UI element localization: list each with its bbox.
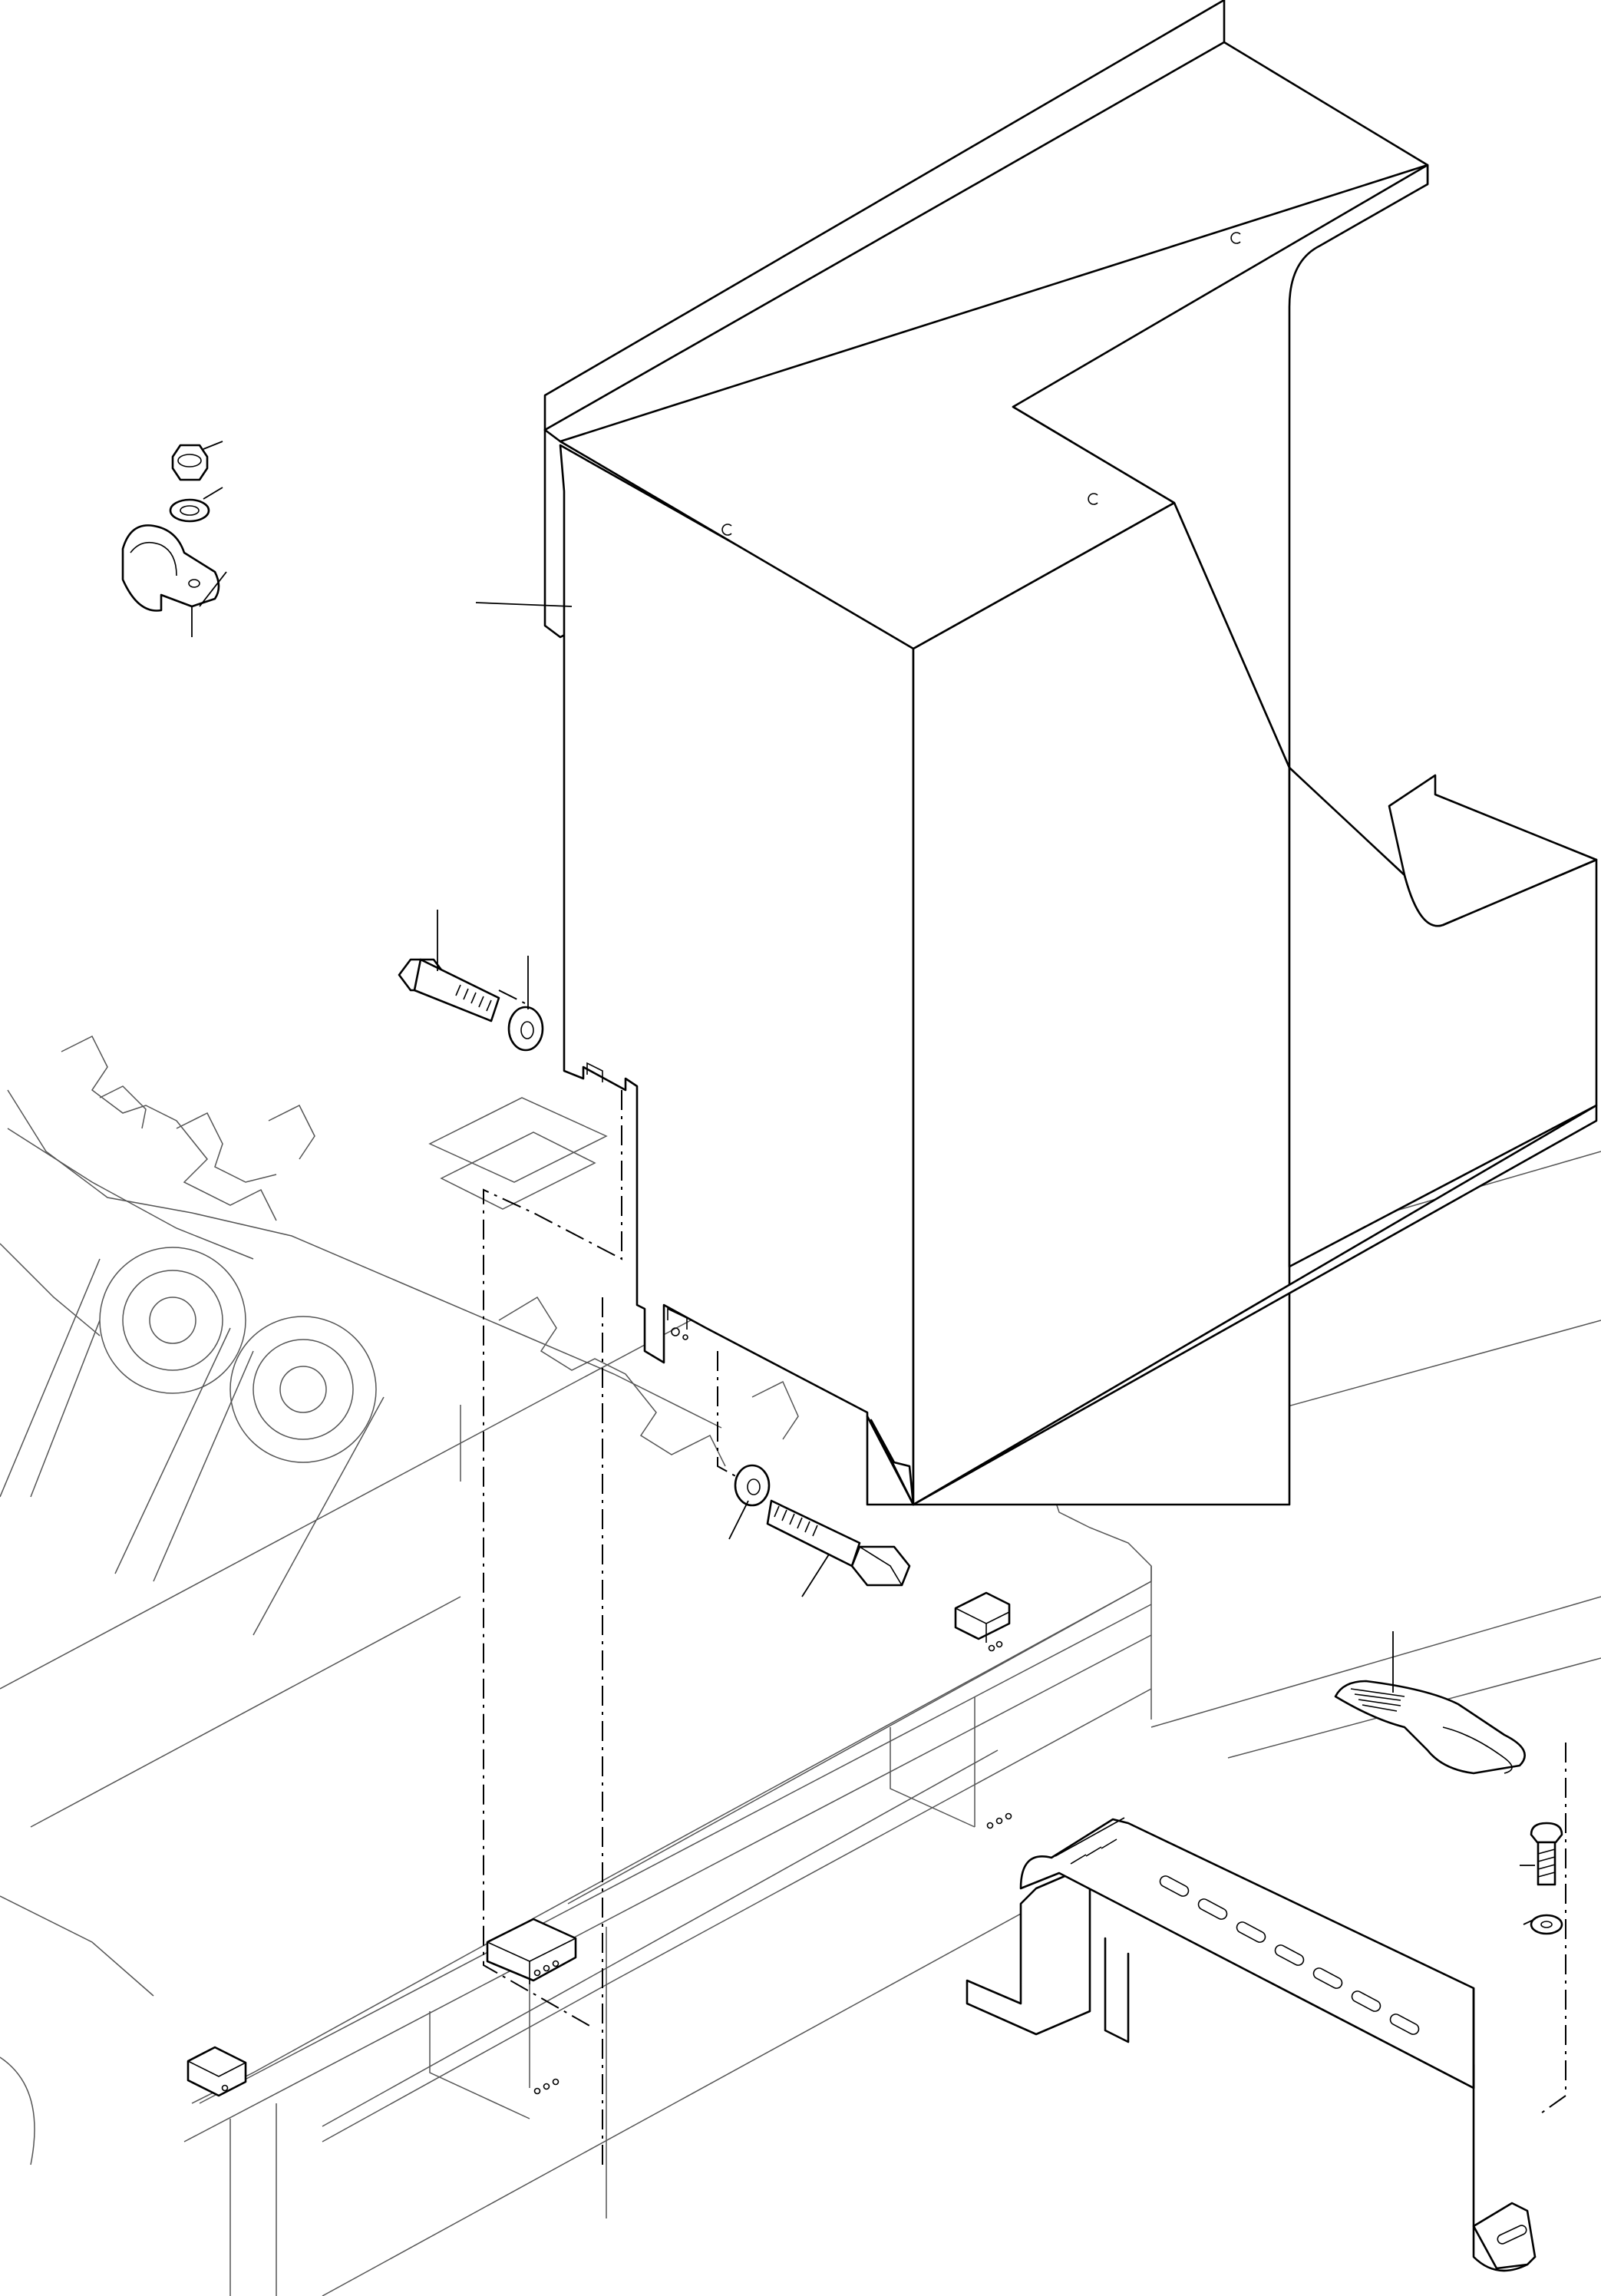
washer-lower: [734, 1464, 771, 1507]
bolt-upper: [398, 958, 500, 1022]
washer-upper: [507, 1006, 544, 1052]
bolt-lower: [766, 1499, 911, 1587]
machine-frame-ghost: [0, 1035, 1601, 2296]
hose-clamp-kit: [121, 444, 220, 612]
step-ladder: [966, 1817, 1537, 2272]
assembly-centerlines: [483, 989, 1566, 2165]
main-cover-assembly: [543, 0, 1598, 1506]
hole-marker: [1230, 232, 1241, 244]
bolt-right: [1530, 1822, 1563, 1886]
anti-slip-pad: [1334, 1680, 1526, 1775]
washer-right: [1530, 1914, 1563, 1935]
callout-leaders: [191, 441, 1536, 1925]
